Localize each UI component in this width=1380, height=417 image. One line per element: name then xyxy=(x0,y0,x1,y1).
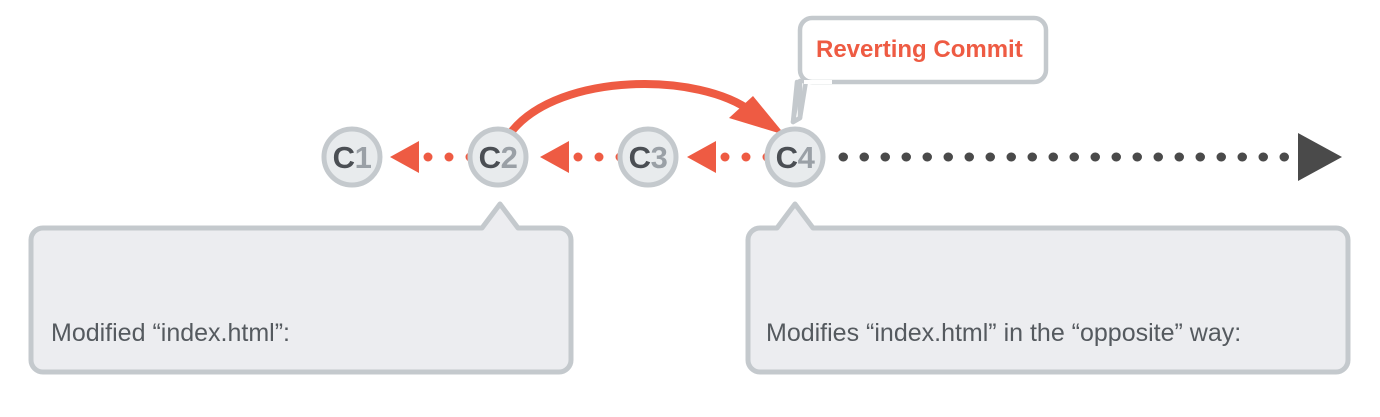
callout-shape xyxy=(745,201,1351,375)
callout-c4-text: Modifies “index.html” in the “opposite” … xyxy=(766,243,1263,417)
callout-box-c4 xyxy=(745,201,1351,375)
commit-label-number: 2 xyxy=(500,140,518,175)
commit-label-number: 4 xyxy=(797,140,815,175)
link-c4-to-c3 xyxy=(687,141,772,173)
link-dot xyxy=(444,152,454,162)
reverting-commit-bubble xyxy=(790,15,1049,125)
commit-label-letter: C xyxy=(478,140,501,175)
revert-arc-arrow xyxy=(508,80,785,135)
bubble-tail-stem xyxy=(790,79,803,125)
commit-node-c1[interactable] xyxy=(321,126,383,188)
bubble-body xyxy=(797,15,1049,85)
link-c2-to-c1 xyxy=(390,141,475,173)
link-c3-to-c2 xyxy=(540,141,625,173)
link-dot xyxy=(720,152,730,162)
commit-label-letter: C xyxy=(775,140,798,175)
reverting-commit-label: Reverting Commit xyxy=(816,36,1023,63)
bubble-tail-seam-mask xyxy=(804,80,832,84)
commit-circle[interactable] xyxy=(764,126,826,188)
commit-node-c3[interactable] xyxy=(617,126,679,188)
commit-label-c1: C1 xyxy=(322,142,382,173)
link-dot xyxy=(573,152,583,162)
callout-box-c2 xyxy=(28,201,574,375)
link-arrowhead xyxy=(540,141,569,173)
link-arrowhead xyxy=(687,141,716,173)
commit-circle[interactable] xyxy=(467,126,529,188)
revert-arc-path xyxy=(508,80,756,135)
commit-label-c2: C2 xyxy=(468,142,528,173)
commit-label-c4: C4 xyxy=(765,142,825,173)
commit-circle[interactable] xyxy=(617,126,679,188)
timeline-arrowhead xyxy=(1298,133,1342,181)
link-dot xyxy=(423,152,433,162)
commit-label-letter: C xyxy=(628,140,651,175)
commit-node-c4[interactable] xyxy=(764,126,826,188)
commit-circle[interactable] xyxy=(321,126,383,188)
timeline-dotted-line xyxy=(838,133,1342,181)
commit-label-c3: C3 xyxy=(618,142,678,173)
link-dot xyxy=(594,152,604,162)
callout-c4-heading: Modifies “index.html” in the “opposite” … xyxy=(766,319,1242,347)
link-arrowhead xyxy=(390,141,419,173)
commit-label-number: 1 xyxy=(354,140,372,175)
callout-c2-heading: Modified “index.html”: xyxy=(51,319,290,347)
commit-label-number: 3 xyxy=(650,140,668,175)
revert-arc-arrowhead xyxy=(729,96,785,135)
commit-label-letter: C xyxy=(332,140,355,175)
link-dot xyxy=(741,152,751,162)
commit-node-c2[interactable] xyxy=(467,126,529,188)
callout-shape xyxy=(28,201,574,375)
callout-c2-text: Modified “index.html”: (old)<div>About T… xyxy=(51,243,538,417)
